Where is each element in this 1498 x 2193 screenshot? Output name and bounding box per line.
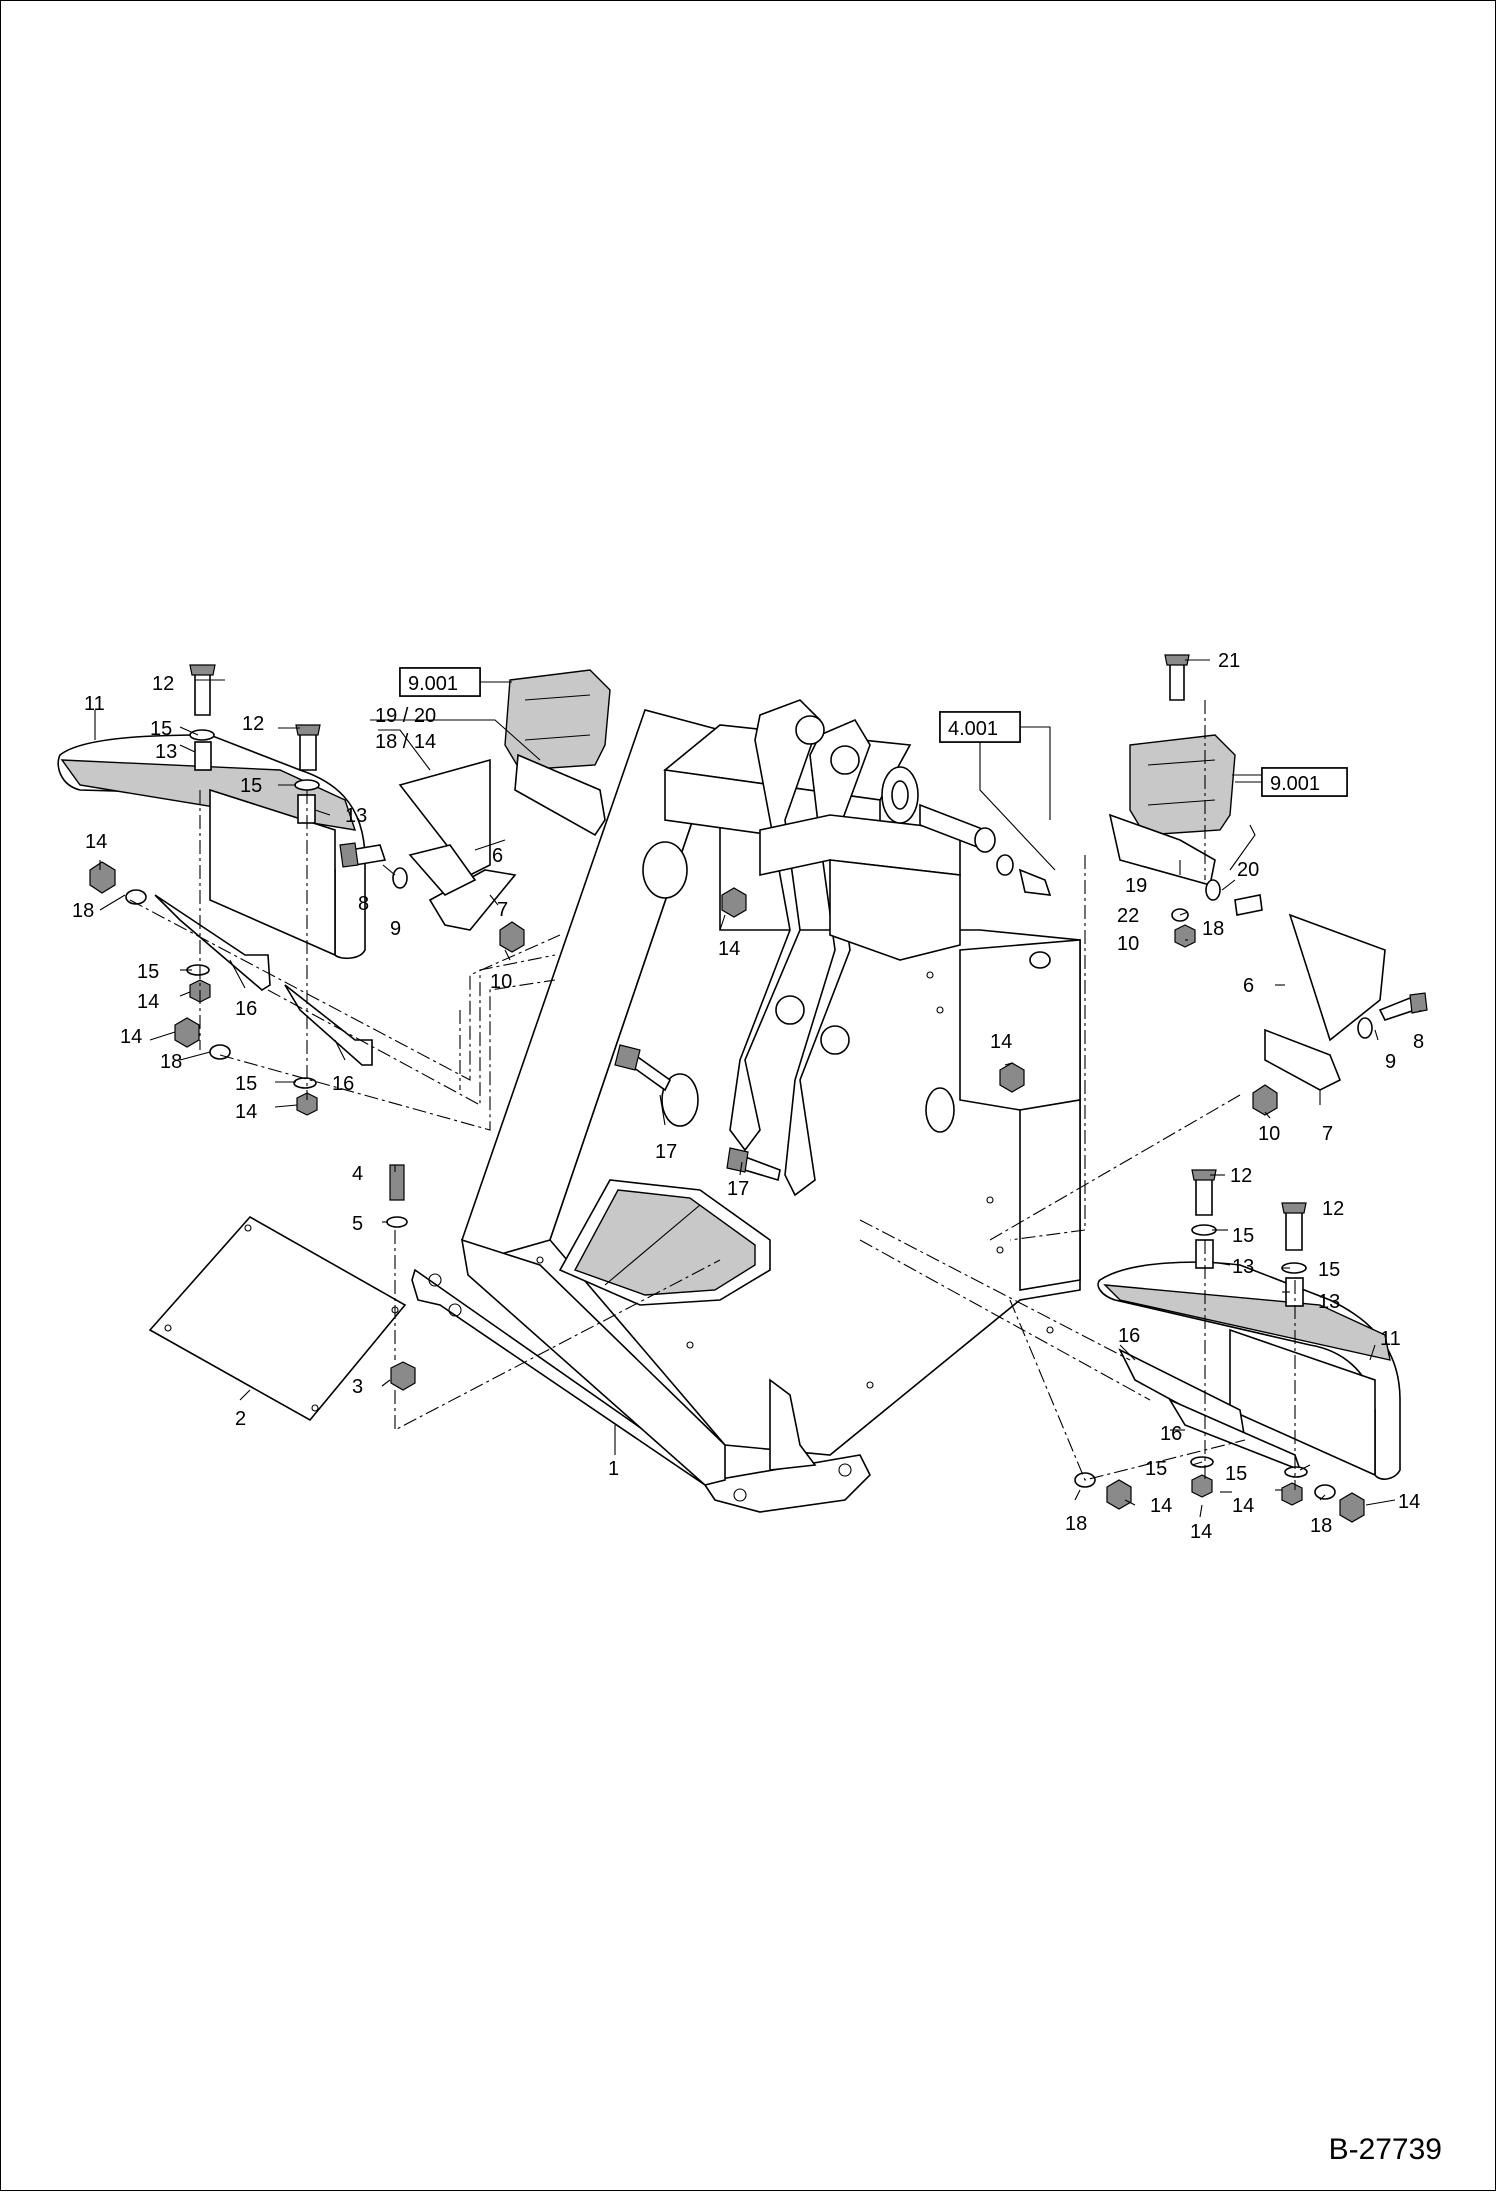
ref-box-left-light bbox=[399, 667, 481, 697]
callout-7-right: 7 bbox=[1322, 1123, 1333, 1145]
callout-3: 3 bbox=[352, 1376, 363, 1398]
callout-16-left-a: 16 bbox=[235, 998, 257, 1020]
callout-12-right-a: 12 bbox=[1230, 1165, 1252, 1187]
callout-14-right-b: 14 bbox=[1232, 1495, 1254, 1517]
right-light-group bbox=[1108, 654, 1428, 1116]
callout-12-left-b: 12 bbox=[242, 713, 264, 735]
callout-18-right-b: 18 bbox=[1065, 1513, 1087, 1535]
ref-right-light-text: 9.001 bbox=[1270, 773, 1320, 795]
callout-labels: 11 12 15 13 12 15 13 14 18 15 14 16 14 1… bbox=[72, 650, 1424, 1543]
callout-17-b: 17 bbox=[727, 1178, 749, 1200]
reference-boxes: 9.001 4.001 9.001 bbox=[399, 667, 1348, 797]
callout-12-left-a: 12 bbox=[152, 673, 174, 695]
callout-14-left-c: 14 bbox=[120, 1026, 142, 1048]
callout-8-left: 8 bbox=[358, 893, 369, 915]
callout-15-left-c: 15 bbox=[137, 961, 159, 983]
callout-14-left-b: 14 bbox=[137, 991, 159, 1013]
callout-17-a: 17 bbox=[655, 1141, 677, 1163]
callout-14-right-c: 14 bbox=[1190, 1521, 1212, 1543]
callout-1: 1 bbox=[608, 1458, 619, 1480]
left-fender-group bbox=[57, 664, 373, 1116]
assembly-lines bbox=[129, 700, 1296, 1490]
callout-22: 22 bbox=[1117, 905, 1139, 927]
callout-13-right-a: 13 bbox=[1232, 1256, 1254, 1278]
document-code: B-27739 bbox=[1328, 2133, 1442, 2166]
ref-pin-group-text: 4.001 bbox=[948, 718, 998, 740]
callout-15-right-d: 15 bbox=[1225, 1463, 1247, 1485]
callout-7-left: 7 bbox=[497, 899, 508, 921]
frame-fasteners bbox=[386, 887, 1025, 1391]
callout-14-left-d: 14 bbox=[235, 1101, 257, 1123]
callout-19-20: 19 / 20 bbox=[375, 705, 436, 727]
callout-18-right-a: 18 bbox=[1202, 918, 1224, 940]
main-frame bbox=[411, 709, 1081, 1513]
callout-13-left-a: 13 bbox=[155, 741, 177, 763]
callout-15-right-c: 15 bbox=[1145, 1458, 1167, 1480]
callout-6-left: 6 bbox=[492, 845, 503, 867]
leader-lines bbox=[94, 659, 1421, 1518]
callout-4: 4 bbox=[352, 1163, 363, 1185]
callout-16-right-a: 16 bbox=[1118, 1325, 1140, 1347]
callout-11-left: 11 bbox=[84, 693, 105, 715]
callout-14-right-a: 14 bbox=[1150, 1495, 1172, 1517]
callout-14-left-a: 14 bbox=[85, 831, 107, 853]
callout-15-left-b: 15 bbox=[240, 775, 262, 797]
ref-box-right-light bbox=[1261, 767, 1348, 797]
callout-14-right-d: 14 bbox=[1398, 1491, 1420, 1513]
callout-16-left-b: 16 bbox=[332, 1073, 354, 1095]
callout-13-left-b: 13 bbox=[345, 805, 367, 827]
callout-18-left-a: 18 bbox=[72, 900, 94, 922]
callout-9-right: 9 bbox=[1385, 1051, 1396, 1073]
callout-11-right: 11 bbox=[1380, 1328, 1401, 1350]
callout-10-right: 10 bbox=[1117, 933, 1139, 955]
ref-box-pin-group bbox=[939, 711, 1021, 743]
ref-left-light-text: 9.001 bbox=[408, 673, 458, 695]
callout-12-right-b: 12 bbox=[1322, 1198, 1344, 1220]
callout-15-right-b: 15 bbox=[1318, 1259, 1340, 1281]
callout-10-right-b: 10 bbox=[1258, 1123, 1280, 1145]
callout-15-right-a: 15 bbox=[1232, 1225, 1254, 1247]
callout-13-right-b: 13 bbox=[1318, 1291, 1340, 1313]
callout-15-left-a: 15 bbox=[150, 718, 172, 740]
callout-6-right: 6 bbox=[1243, 975, 1254, 997]
callout-14-center-b: 14 bbox=[990, 1031, 1012, 1053]
callout-10-left: 10 bbox=[490, 971, 512, 993]
callout-8-right: 8 bbox=[1413, 1031, 1424, 1053]
right-fender-group bbox=[1074, 1169, 1401, 1523]
callout-18-14: 18 / 14 bbox=[375, 731, 436, 753]
callout-18-left-b: 18 bbox=[160, 1051, 182, 1073]
callout-20: 20 bbox=[1237, 859, 1259, 881]
callout-18-right-c: 18 bbox=[1310, 1515, 1332, 1537]
callout-9-left: 9 bbox=[390, 918, 401, 940]
callout-16-right-b: 16 bbox=[1160, 1423, 1182, 1445]
cover-plate bbox=[148, 1215, 407, 1422]
boom-linkage bbox=[729, 699, 961, 1197]
callout-5: 5 bbox=[352, 1213, 363, 1235]
callout-2: 2 bbox=[235, 1408, 246, 1430]
callout-19: 19 bbox=[1125, 875, 1147, 897]
callout-21: 21 bbox=[1218, 650, 1240, 672]
callout-14-center-a: 14 bbox=[718, 938, 740, 960]
callout-15-left-d: 15 bbox=[235, 1073, 257, 1095]
